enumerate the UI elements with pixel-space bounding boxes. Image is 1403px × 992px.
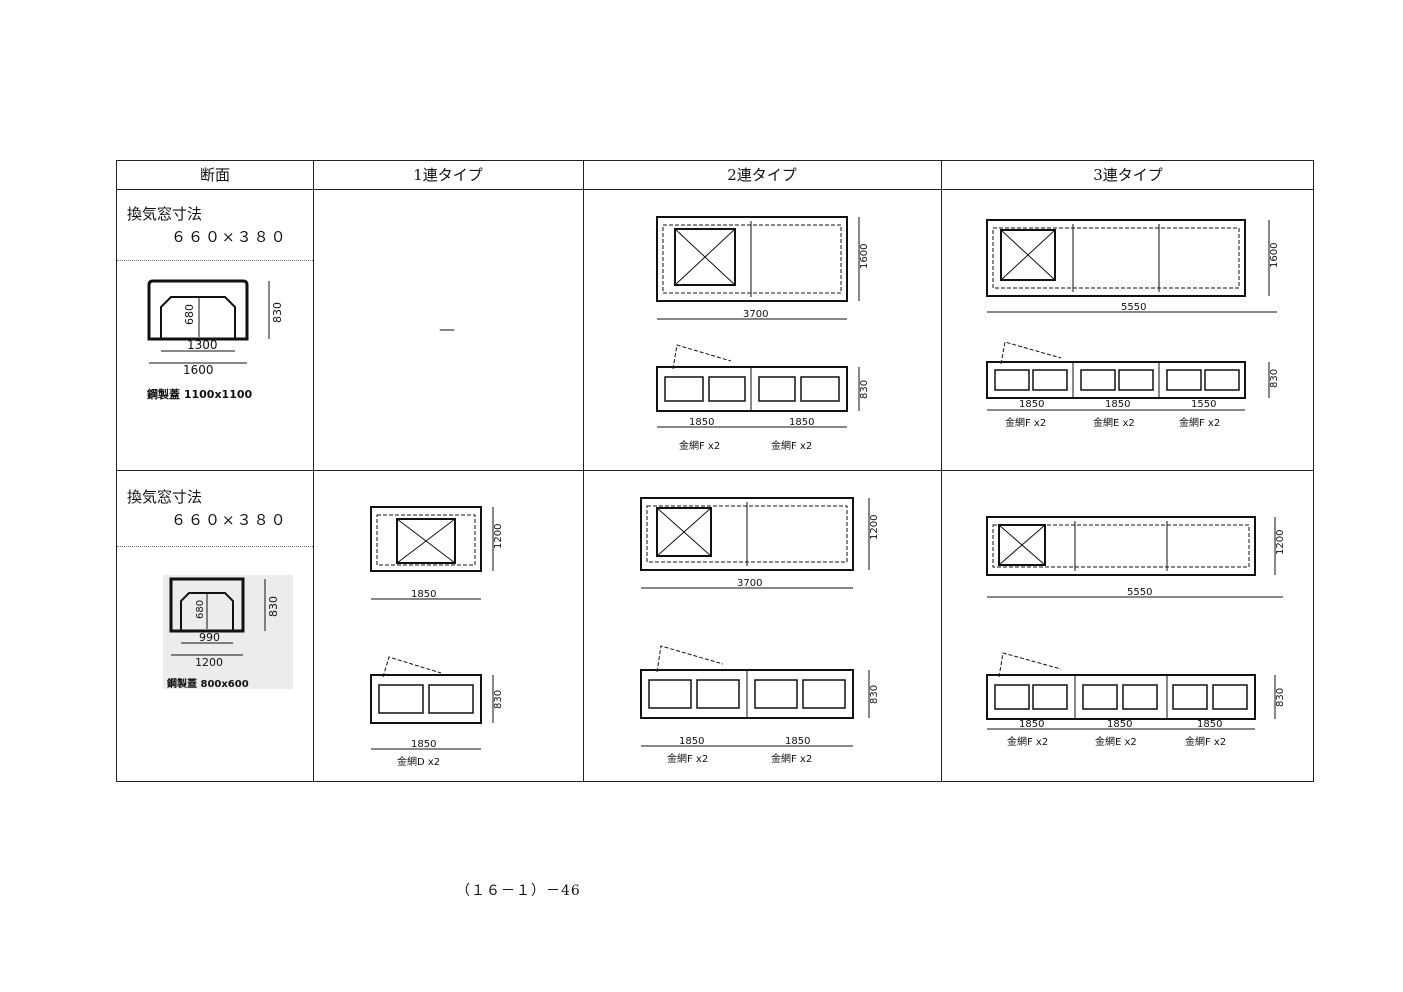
header-type1: 1連タイプ (413, 166, 483, 184)
cover-label: 鋼製蓋 1100x1100 (146, 387, 253, 401)
fitting-label-1: 金網F x2 (667, 752, 708, 765)
column-divider (583, 161, 584, 781)
cross-section-drawing: 680 830 1300 1600 鋼製蓋 1100x1100 (146, 279, 284, 401)
dim-outer-height: 830 (267, 596, 280, 617)
drawing-table: 断面 1連タイプ 2連タイプ 3連タイプ 換気窓寸法 ６６０×３８０ 680 8… (116, 160, 1314, 782)
dim-span: 1850 (411, 739, 436, 750)
fitting-label: 金網D x2 (397, 755, 440, 768)
dim-inner-width: 1300 (187, 338, 218, 352)
cross-section-drawing: 680 830 990 1200 鋼製蓋 800x600 (163, 575, 293, 689)
fitting-label-2: 金網F x2 (771, 439, 812, 452)
type3-plan-drawing: 5550 1200 830 1850 1850 1850 金網F x2 金網E … (986, 516, 1286, 748)
dim-inner-height: 680 (195, 600, 206, 619)
dim-height: 1600 (859, 244, 870, 269)
header-type3: 3連タイプ (1093, 166, 1163, 184)
row-divider (117, 470, 1313, 471)
header-type2: 2連タイプ (727, 166, 797, 184)
dim-span-2: 1850 (1107, 719, 1132, 730)
dim-width: 3700 (737, 578, 762, 589)
column-divider (313, 161, 314, 781)
dim-width: 5550 (1121, 302, 1146, 313)
dim-inner-width: 990 (199, 631, 220, 644)
dim-span-1: 1850 (679, 736, 704, 747)
dim-span-2: 1850 (785, 736, 810, 747)
dim-side-height: 830 (1275, 688, 1286, 707)
page-number: （１６－１）－46 (456, 883, 581, 899)
fitting-label-3: 金網F x2 (1179, 416, 1220, 429)
dim-width: 3700 (743, 309, 768, 320)
dim-outer-height: 830 (271, 302, 284, 323)
dim-side-height: 830 (859, 380, 870, 399)
dim-span-3: 1850 (1197, 719, 1222, 730)
dim-span-1: 1850 (689, 417, 714, 428)
fitting-label-1: 金網F x2 (679, 439, 720, 452)
fitting-label-1: 金網F x2 (1007, 735, 1048, 748)
dim-span-3: 1550 (1191, 399, 1216, 410)
dim-span-2: 1850 (789, 417, 814, 428)
type2-plan-drawing: 3700 1600 830 1850 1850 金網F x2 金網F x2 (656, 216, 870, 452)
fitting-label-3: 金網F x2 (1185, 735, 1226, 748)
dim-span-1: 1850 (1019, 719, 1044, 730)
cell-divider (117, 546, 313, 547)
cell-divider (117, 260, 313, 261)
dim-width: 1850 (411, 589, 436, 600)
fitting-label-2: 金網E x2 (1093, 416, 1135, 429)
dim-height: 1600 (1269, 243, 1280, 268)
type3-plan-drawing: 5550 1600 830 1850 1850 1550 金網F x2 金網E … (986, 219, 1280, 429)
vent-size: ６６０×３８０ (171, 511, 288, 529)
dim-side-height: 830 (1269, 369, 1280, 388)
dim-span-2: 1850 (1105, 399, 1130, 410)
type2-plan-drawing: 3700 1200 830 1850 1850 金網F x2 金網F x2 (640, 497, 880, 765)
cover-label: 鋼製蓋 800x600 (166, 677, 249, 689)
fitting-label-2: 金網F x2 (771, 752, 812, 765)
fitting-label-1: 金網F x2 (1005, 416, 1046, 429)
dim-side-height: 830 (869, 685, 880, 704)
not-applicable-mark: — (439, 319, 455, 338)
dim-height: 1200 (493, 524, 504, 549)
type1-plan-drawing: 1850 1200 830 1850 金網D x2 (370, 506, 504, 768)
dim-height: 1200 (869, 515, 880, 540)
dim-width: 5550 (1127, 587, 1152, 598)
dim-outer-width: 1600 (183, 363, 214, 377)
dim-height: 1200 (1275, 530, 1286, 555)
header-divider (117, 189, 1313, 190)
fitting-label-2: 金網E x2 (1095, 735, 1137, 748)
dim-span-1: 1850 (1019, 399, 1044, 410)
dim-inner-height: 680 (183, 304, 196, 325)
dim-outer-width: 1200 (195, 656, 223, 669)
dim-side-height: 830 (493, 690, 504, 709)
vent-label: 換気窓寸法 (127, 205, 203, 223)
vent-size: ６６０×３８０ (171, 228, 288, 246)
vent-label: 換気窓寸法 (127, 488, 203, 506)
column-divider (941, 161, 942, 781)
header-section: 断面 (199, 166, 230, 184)
